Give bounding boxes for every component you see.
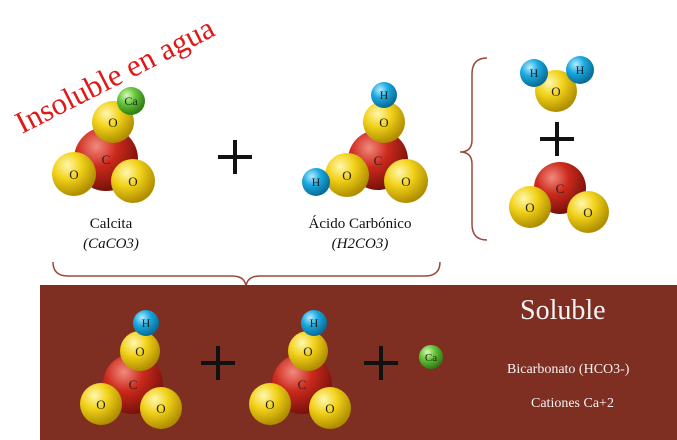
carbonic-acid-molecule: C O H O H O: [302, 82, 428, 203]
hydrogen-atom-label: H: [142, 316, 151, 330]
bicarbonate-molecule: C O H O O: [80, 310, 182, 429]
oxygen-atom-label: O: [551, 84, 560, 99]
oxygen-atom-label: O: [108, 115, 117, 130]
hydrogen-atom-label: H: [310, 316, 319, 330]
hydrogen-atom-label: H: [576, 63, 585, 77]
calcite-name: Calcita: [89, 216, 133, 232]
oxygen-atom: [111, 159, 155, 203]
oxygen-atom: [363, 101, 405, 143]
oxygen-atom-label: O: [525, 200, 534, 215]
oxygen-atom: [384, 159, 428, 203]
oxygen-atom-label: O: [583, 205, 592, 220]
calcium-atom: [419, 345, 443, 369]
carbonic-acid-name: Ácido Carbónico: [308, 216, 412, 232]
hydrogen-atom: [301, 310, 327, 336]
oxygen-atom-label: O: [69, 167, 78, 182]
soluble-title: Soluble: [520, 295, 606, 326]
oxygen-atom-label: O: [401, 174, 410, 189]
calcite-formula: (CaCO3): [83, 236, 139, 252]
carbon-atom-label: C: [298, 377, 307, 392]
carbon-atom-label: C: [102, 152, 111, 167]
oxygen-atom: [288, 331, 328, 371]
oxygen-atom: [309, 387, 351, 429]
hydrogen-atom: [371, 82, 397, 108]
plus-sign: [364, 346, 398, 380]
hydrogen-atom: [520, 59, 548, 87]
plus-sign: [201, 346, 235, 380]
oxygen-atom: [52, 152, 96, 196]
oxygen-atom: [80, 383, 122, 425]
calcite-molecule: C O Ca O O: [52, 87, 155, 203]
calcium-atom: [117, 87, 145, 115]
plus-sign: [540, 122, 574, 156]
calcium-atom-label: Ca: [425, 352, 437, 364]
oxygen-atom-label: O: [135, 344, 144, 359]
oxygen-atom-label: O: [342, 168, 351, 183]
calcium-atom-label: Ca: [124, 94, 138, 108]
bicarbonate-label: Bicarbonato (HCO3-): [507, 362, 630, 377]
oxygen-atom: [567, 191, 609, 233]
hydrogen-atom: [302, 168, 330, 196]
oxygen-atom-label: O: [379, 115, 388, 130]
hydrogen-atom: [566, 56, 594, 84]
hydrogen-atom-label: H: [530, 66, 539, 80]
hydrogen-atom-label: H: [380, 88, 389, 102]
oxygen-atom: [509, 186, 551, 228]
oxygen-atom-label: O: [96, 397, 105, 412]
calcite-label: Calcita (CaCO3): [56, 214, 166, 254]
oxygen-atom: [325, 153, 369, 197]
carbonic-acid-formula: (H2CO3): [331, 236, 389, 252]
plus-sign: [218, 140, 252, 174]
calcium-ion: Ca: [419, 345, 443, 369]
right-bracket: [459, 57, 488, 241]
bicarbonate-molecule: C O H O O: [249, 310, 351, 429]
hydrogen-atom-label: H: [312, 175, 321, 189]
oxygen-atom: [249, 383, 291, 425]
oxygen-atom-label: O: [303, 344, 312, 359]
oxygen-atom-label: O: [156, 401, 165, 416]
carbon-atom-label: C: [129, 377, 138, 392]
carbon-atom-label: C: [556, 181, 565, 196]
oxygen-atom-label: O: [128, 174, 137, 189]
oxygen-atom: [120, 331, 160, 371]
oxygen-atom: [140, 387, 182, 429]
oxygen-atom-label: O: [325, 401, 334, 416]
hydrogen-atom: [133, 310, 159, 336]
cations-label: Cationes Ca+2: [531, 396, 614, 411]
water-molecule: O H H: [520, 56, 594, 112]
carbon-atom-label: C: [374, 153, 383, 168]
carbonic-acid-label: Ácido Carbónico (H2CO3): [295, 214, 425, 254]
co2-molecule: C O O: [509, 162, 609, 233]
oxygen-atom-label: O: [265, 397, 274, 412]
